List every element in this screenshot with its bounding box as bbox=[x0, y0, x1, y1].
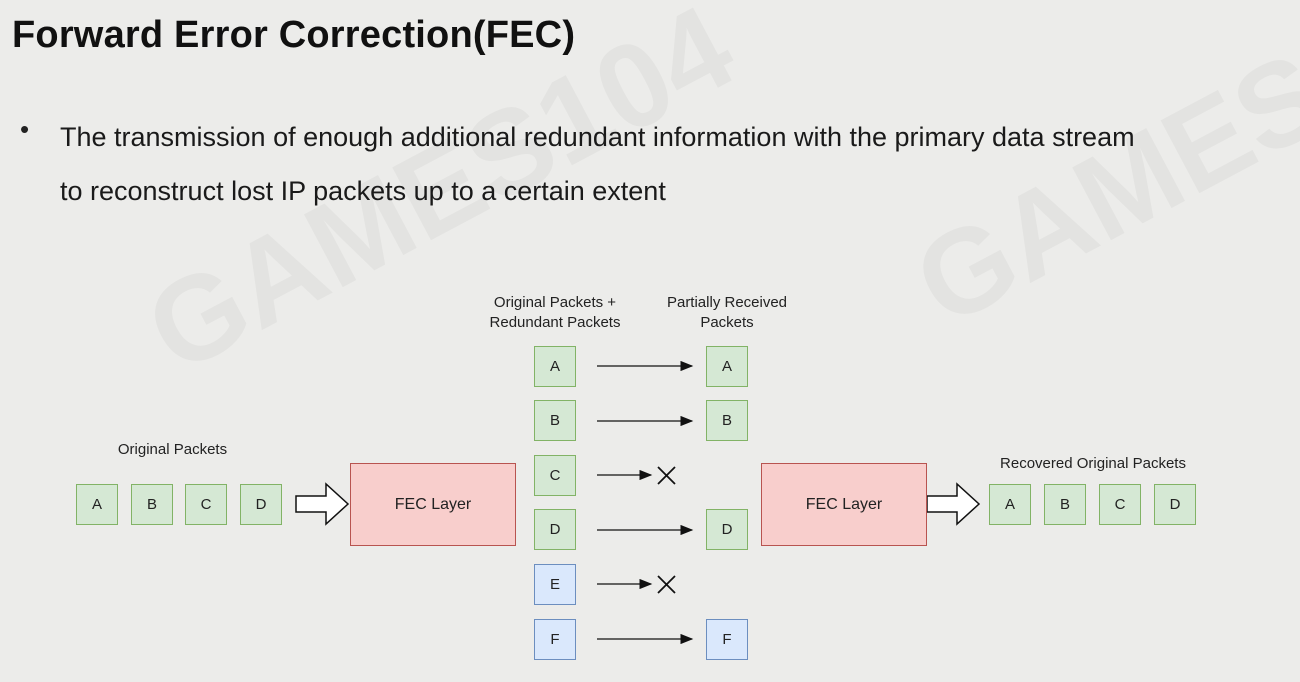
fec-layer-left: FEC Layer bbox=[350, 463, 516, 546]
sent-packet: B bbox=[534, 400, 576, 441]
bullet-line-1: The transmission of enough additional re… bbox=[60, 122, 1135, 152]
received-redundant-packet: F bbox=[706, 619, 748, 660]
recovered-packet: A bbox=[989, 484, 1031, 525]
redundant-packet: E bbox=[534, 564, 576, 605]
received-label-line-2: Packets bbox=[700, 314, 754, 331]
redundant-packet: F bbox=[534, 619, 576, 660]
received-packet: D bbox=[706, 509, 748, 550]
original-packet: C bbox=[185, 484, 227, 525]
sent-label-line-2: Redundant Packets bbox=[489, 314, 621, 331]
received-packet: B bbox=[706, 400, 748, 441]
page-title: Forward Error Correction(FEC) bbox=[12, 14, 576, 56]
sent-packet: C bbox=[534, 455, 576, 496]
received-packets-label: Partially Received Packets bbox=[645, 293, 809, 333]
bullet-marker: • bbox=[20, 114, 30, 144]
sent-packet: D bbox=[534, 509, 576, 550]
lost-cross-icon-c bbox=[657, 466, 676, 485]
original-packets-label: Original Packets bbox=[117, 441, 228, 458]
hollow-arrow-right bbox=[926, 482, 981, 526]
lost-cross-icon-e bbox=[657, 575, 676, 594]
original-packet: D bbox=[240, 484, 282, 525]
fec-layer-right: FEC Layer bbox=[761, 463, 927, 546]
recovered-packet: D bbox=[1154, 484, 1196, 525]
bullet-text: The transmission of enough additional re… bbox=[60, 110, 1280, 218]
recovered-packet: B bbox=[1044, 484, 1086, 525]
recovered-packets-label: Recovered Original Packets bbox=[1000, 455, 1186, 472]
received-label-line-1: Partially Received bbox=[666, 294, 788, 311]
sent-packet: A bbox=[534, 346, 576, 387]
sent-packets-label: Original Packets + Redundant Packets bbox=[470, 293, 640, 333]
recovered-packet: C bbox=[1099, 484, 1141, 525]
bullet-line-2: to reconstruct lost IP packets up to a c… bbox=[60, 176, 666, 206]
received-packet: A bbox=[706, 346, 748, 387]
original-packet: A bbox=[76, 484, 118, 525]
sent-label-line-1: Original Packets + bbox=[493, 294, 617, 311]
hollow-arrow-left bbox=[295, 482, 350, 526]
original-packet: B bbox=[131, 484, 173, 525]
